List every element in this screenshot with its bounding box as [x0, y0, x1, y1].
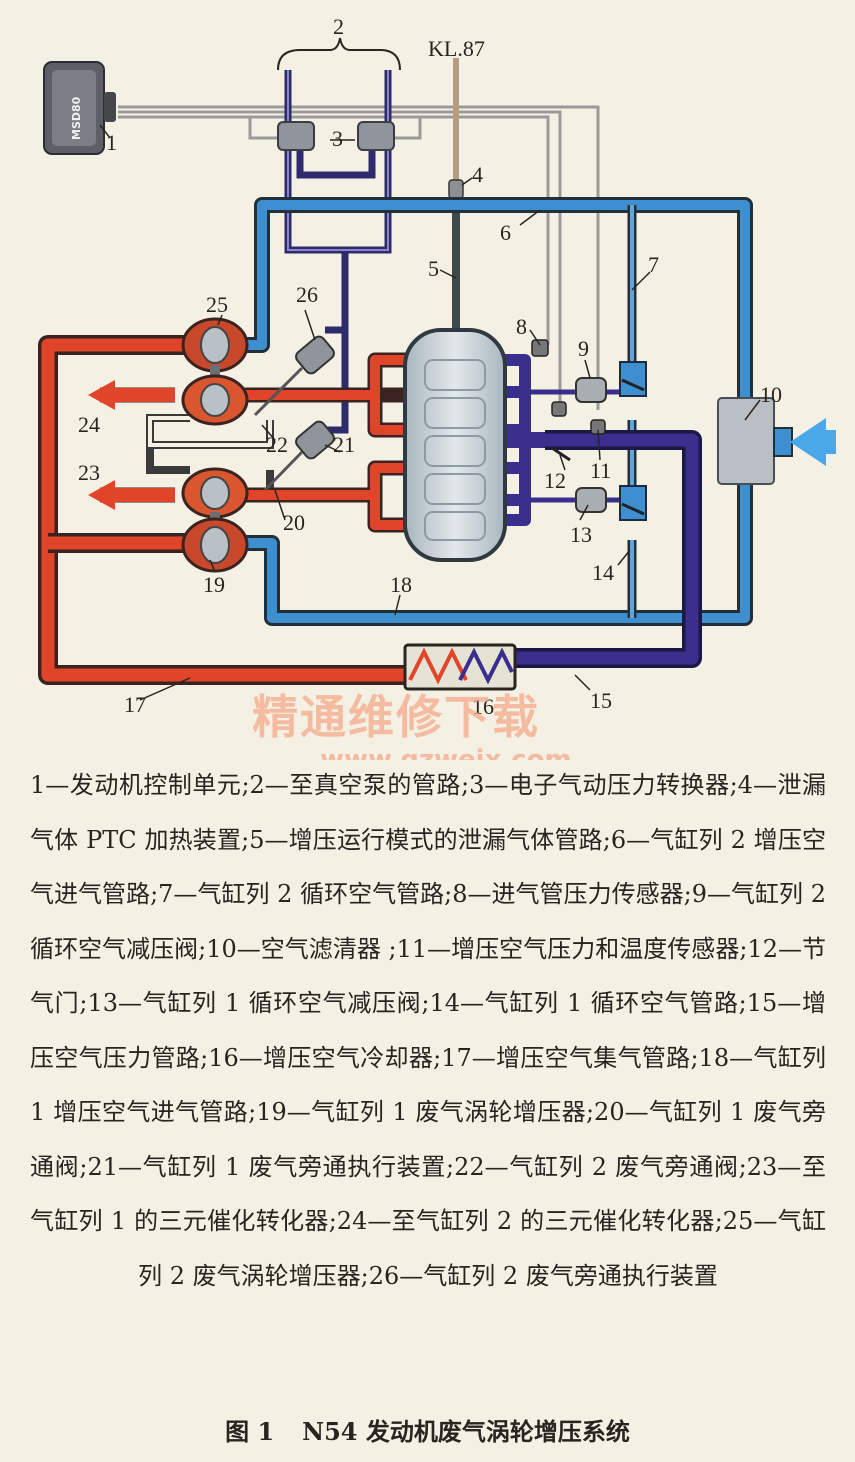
air-inlet-arrow [790, 418, 836, 466]
callout-25: 25 [206, 292, 228, 317]
callout-10: 10 [760, 382, 782, 407]
blowby-line [448, 58, 464, 330]
callout-5: 5 [428, 256, 439, 281]
figure-number: 图 1 [225, 1417, 275, 1446]
hot-charge-air-pipes [38, 335, 405, 685]
callout-4: 4 [472, 162, 483, 187]
callout-13: 13 [570, 522, 592, 547]
figure-title: N54 发动机废气涡轮增压系统 [302, 1417, 630, 1446]
brace-2 [277, 37, 401, 71]
wastegate-bypass-inner [148, 416, 272, 447]
callout-15: 15 [590, 688, 612, 713]
callout-14: 14 [592, 560, 614, 585]
callout-20: 20 [283, 510, 305, 535]
callout-26: 26 [296, 282, 318, 307]
callout-23: 23 [78, 460, 100, 485]
figure-caption: 图 1 N54 发动机废气涡轮增压系统 [0, 1412, 855, 1447]
callout-8: 8 [516, 314, 527, 339]
callout-6: 6 [500, 220, 511, 245]
kl87-label: KL.87 [428, 36, 485, 61]
wastegate-actuators [253, 335, 335, 492]
callout-2: 2 [333, 14, 344, 39]
turbo-system-diagram: MSD80 [38, 14, 836, 760]
ecu-unit: MSD80 [43, 61, 116, 155]
turbocharger-bank-1 [181, 467, 249, 573]
ecu-label: MSD80 [70, 96, 83, 140]
callout-1: 1 [106, 130, 117, 155]
catalyst-arrows [88, 380, 175, 510]
callout-22: 22 [266, 432, 288, 457]
pressure-converters [277, 121, 395, 151]
watermark-text: 精通维修下载 [252, 690, 540, 744]
callout-9: 9 [578, 336, 589, 361]
callout-11: 11 [590, 458, 611, 483]
watermark-url: www.gzweix.com [320, 745, 572, 760]
callout-21: 21 [333, 432, 355, 457]
intake-air-pipes [245, 197, 753, 626]
turbocharger-bank-2 [181, 317, 249, 426]
intercooler [403, 643, 517, 691]
callout-labels: 1 2 3 4 5 6 7 8 9 10 11 12 13 14 15 16 1… [78, 14, 782, 719]
callout-19: 19 [203, 572, 225, 597]
sensors-and-valves [531, 339, 647, 521]
callout-24: 24 [78, 412, 100, 437]
callout-12: 12 [544, 468, 566, 493]
legend-text: 1—发动机控制单元;2—至真空泵的管路;3—电子气动压力转换器;4—泄漏气体 P… [30, 771, 826, 1290]
ecu-signal-wires [118, 105, 600, 410]
engine-block [403, 328, 507, 562]
callout-17: 17 [124, 692, 146, 717]
vacuum-line-inner [287, 70, 389, 251]
charge-air-pipes [500, 354, 702, 668]
leader-lines [99, 124, 761, 701]
callout-3: 3 [332, 126, 343, 151]
air-filter [717, 397, 836, 485]
callout-18: 18 [390, 572, 412, 597]
callout-7: 7 [648, 252, 659, 277]
callout-16: 16 [472, 694, 494, 719]
